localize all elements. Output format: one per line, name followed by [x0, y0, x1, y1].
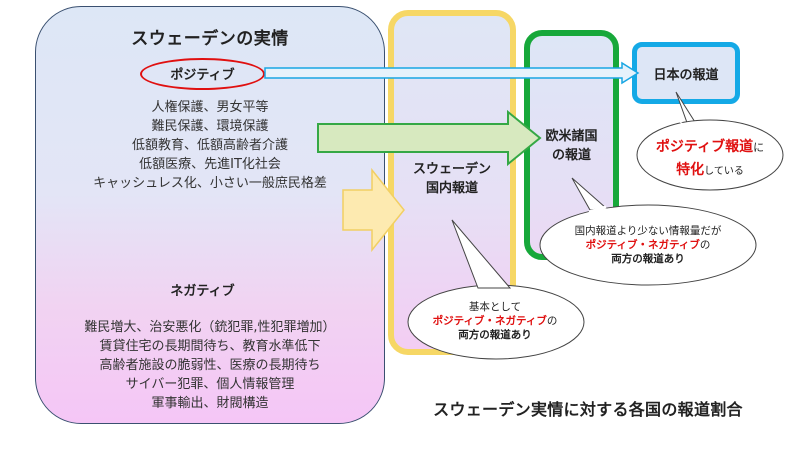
negative-item: 難民増大、治安悪化（銃犯罪,性犯罪増加） — [84, 320, 336, 335]
west-bubble-line3: 両方の報道あり — [611, 253, 685, 265]
positive-item: 人権保護、男女平等 — [151, 100, 269, 115]
negative-label: ネガティブ — [170, 284, 235, 299]
positive-highlight-ellipse — [140, 58, 265, 90]
domestic-label: スウェーデン 国内報道 — [388, 160, 516, 198]
west-label-line1: 欧米諸国 — [545, 129, 598, 144]
domestic-arrow — [342, 167, 405, 253]
domestic-bubble-line2-tail: の — [546, 315, 558, 327]
japan-label: 日本の報道 — [653, 68, 719, 83]
japan-bubble-emphasis: ポジティブ報道 — [655, 139, 754, 155]
positive-list: 人権保護、男女平等 難民保護、環境保護 低額教育、低額高齢者介護 低額医療、先進… — [40, 98, 380, 193]
positive-item: 低額教育、低額高齢者介護 — [131, 138, 288, 153]
domestic-label-line1: スウェーデン — [412, 162, 491, 177]
diagram-caption: スウェーデン実情に対する各国の報道割合 — [433, 400, 743, 419]
japan-bubble-emphasis2: 特化 — [676, 162, 705, 178]
west-label-line2: の報道 — [551, 148, 591, 163]
domestic-bubble-line1: 基本として — [468, 301, 522, 313]
japan-speech-bubble — [636, 91, 784, 191]
japan-arrow — [264, 61, 640, 85]
japan-bubble-tail: している — [704, 166, 744, 177]
japan-bubble-particle: に — [753, 141, 765, 154]
negative-item: 賃貸住宅の長期間待ち、教育水準低下 — [99, 339, 321, 354]
negative-item: サイバー犯罪、個人情報管理 — [125, 377, 295, 392]
positive-item: 低額医療、先進IT化社会 — [139, 157, 281, 172]
west-speech-bubble — [539, 177, 757, 286]
west-label: 欧米諸国 の報道 — [524, 127, 619, 165]
west-bubble-line2: ポジティブ・ネガティブ — [585, 239, 700, 251]
domestic-bubble-line3: 両方の報道あり — [458, 329, 532, 341]
domestic-speech-bubble — [407, 219, 585, 360]
domestic-label-line2: 国内報道 — [425, 181, 478, 196]
japan-bubble-text: ポジティブ報道に 特化している — [640, 136, 780, 183]
reality-title: スウェーデンの実情 — [131, 29, 289, 49]
west-bubble-text: 国内報道より少ない情報量だが ポジティブ・ネガティブの 両方の報道あり — [548, 224, 748, 266]
west-bubble-line1: 国内報道より少ない情報量だが — [574, 225, 722, 237]
west-bubble-line2-tail: の — [699, 239, 711, 251]
west-arrow — [317, 109, 542, 167]
negative-item: 高齢者施設の脆弱性、医療の長期待ち — [99, 358, 321, 373]
domestic-bubble-text: 基本として ポジティブ・ネガティブの 両方の報道あり — [410, 300, 580, 342]
positive-item: キャッシュレス化、小さい一般庶民格差 — [93, 176, 327, 191]
positive-label: ポジティブ — [170, 68, 235, 83]
negative-list: 難民増大、治安悪化（銃犯罪,性犯罪増加） 賃貸住宅の長期間待ち、教育水準低下 高… — [40, 318, 380, 413]
japan-report-box — [632, 42, 740, 104]
domestic-bubble-line2: ポジティブ・ネガティブ — [432, 315, 547, 327]
negative-item: 軍事輸出、財閥構造 — [151, 396, 269, 411]
positive-item: 難民保護、環境保護 — [151, 119, 269, 134]
